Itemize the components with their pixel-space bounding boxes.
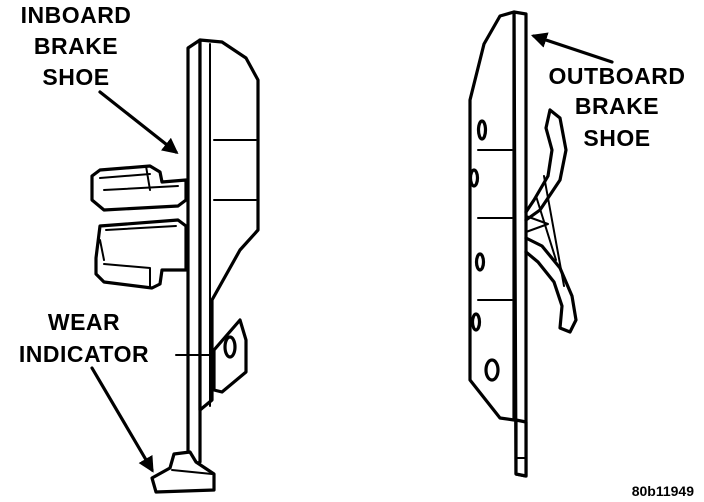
- inboard-arrow: [98, 90, 179, 154]
- figure-code: 80b11949: [632, 483, 694, 499]
- outboard-lining: [468, 10, 516, 422]
- inboard-backing-plate: [186, 38, 202, 470]
- outboard-label-line-1: OUTBOARD: [549, 63, 686, 89]
- outboard-label-line-2: BRAKE: [575, 93, 659, 119]
- inboard-brake-shoe: [90, 38, 260, 494]
- outboard-backing-plate: [512, 10, 528, 478]
- inboard-label-line-1: INBOARD: [21, 2, 132, 28]
- inboard-label-line-3: SHOE: [42, 64, 109, 90]
- wear-label-line-2: INDICATOR: [19, 341, 149, 367]
- outboard-arrow: [530, 32, 614, 64]
- inboard-mount-hole: [223, 335, 237, 359]
- inboard-lower-clip: [94, 218, 188, 290]
- inboard-lining: [198, 38, 260, 412]
- inboard-label-line-2: BRAKE: [34, 33, 118, 59]
- outboard-brake-shoe: [468, 10, 578, 478]
- wear-indicator-arrow: [90, 366, 154, 473]
- outboard-mount-hole: [484, 358, 500, 382]
- outboard-spring-clip: [524, 108, 568, 222]
- outboard-label-line-3: SHOE: [583, 125, 650, 151]
- wear-label-line-1: WEAR: [48, 309, 120, 335]
